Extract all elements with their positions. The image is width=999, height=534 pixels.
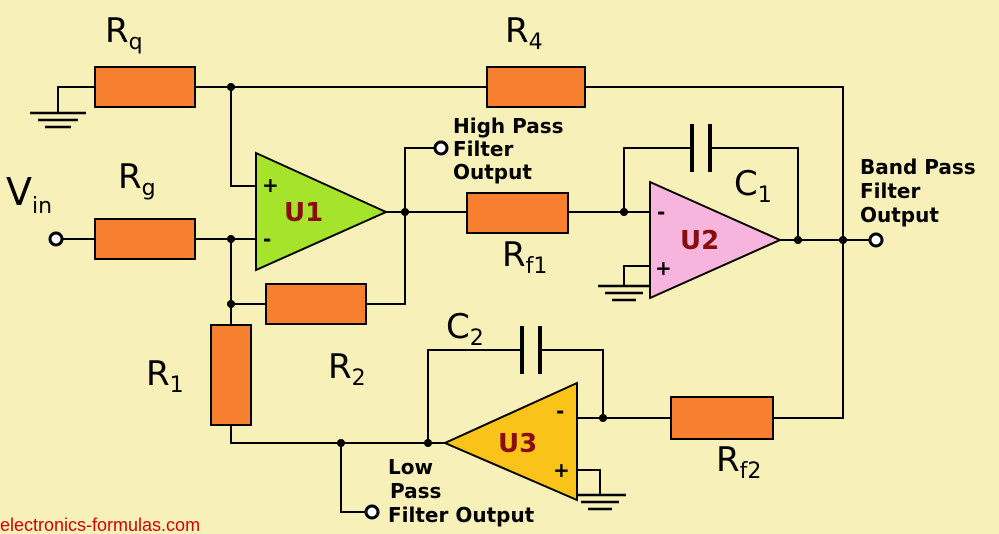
terminal-high-pass-output <box>433 140 449 156</box>
wire-r2-u1-out <box>366 212 406 305</box>
junction-dot <box>227 300 235 308</box>
band-pass-output-label: Band Pass Filter Output <box>860 155 983 227</box>
junction-dot <box>227 235 235 243</box>
junction-dots <box>227 83 847 447</box>
wire-bandpass-rf2 <box>773 240 844 419</box>
opamp-u2 <box>649 180 783 300</box>
label-r1: R1 <box>146 354 184 398</box>
high-pass-output-label: High Pass Filter Output <box>453 114 571 184</box>
resistor-rg <box>94 218 196 260</box>
wire-c1-left <box>623 147 690 212</box>
resistor-r2 <box>265 283 367 325</box>
u3-minus-sign: - <box>556 399 564 423</box>
opamp-u3-label: U3 <box>498 429 537 459</box>
watermark-text: electronics-formulas.com <box>0 515 200 534</box>
ground-u3-icon <box>574 493 626 511</box>
wire-c2-right <box>542 349 604 418</box>
wire-to-u1-plus <box>230 87 258 187</box>
u2-plus-sign: + <box>655 256 672 280</box>
wire-c1-right <box>712 147 799 240</box>
label-vin: Vin <box>6 170 52 219</box>
u1-minus-sign: - <box>263 227 271 251</box>
wire-highpass-tap <box>404 147 438 212</box>
terminal-band-pass-output <box>868 232 884 248</box>
junction-dot <box>839 236 847 244</box>
resistor-r1 <box>210 324 252 426</box>
label-c2: C2 <box>446 307 484 351</box>
wires <box>57 86 870 513</box>
opamp-u1 <box>255 151 389 272</box>
terminal-vin <box>48 231 64 247</box>
resistor-rq <box>94 66 196 108</box>
junction-dot <box>794 236 802 244</box>
label-rg: Rg <box>118 157 156 201</box>
ground-rq-icon <box>30 111 86 129</box>
resistor-r4 <box>486 66 586 108</box>
wire-u2-plus-ground <box>623 265 650 285</box>
resistor-rf1 <box>466 192 569 234</box>
u3-plus-sign: + <box>553 458 570 482</box>
opamp-u2-label: U2 <box>680 226 719 256</box>
u2-minus-sign: - <box>657 200 665 224</box>
junction-dot <box>227 83 235 91</box>
wire-r4-bandpass <box>585 86 844 240</box>
capacitor-c1 <box>690 124 712 172</box>
label-rf2: Rf2 <box>716 440 761 484</box>
label-c1: C1 <box>734 164 772 208</box>
label-r4: R4 <box>505 11 543 55</box>
wire-c2-left <box>427 349 520 443</box>
junction-dot <box>401 208 409 216</box>
wire-u3-out-r1 <box>230 425 445 444</box>
ground-u2-icon <box>598 284 650 302</box>
opamp-u3 <box>442 381 578 502</box>
junction-dot <box>424 439 432 447</box>
label-r2: R2 <box>328 347 366 391</box>
label-rf1: Rf1 <box>502 235 547 279</box>
wire-rq-ground <box>57 86 95 112</box>
terminal-low-pass-output <box>364 504 380 520</box>
wire-lowpass-tap <box>340 443 366 513</box>
label-rq: Rq <box>105 11 143 55</box>
wire-u3-plus-ground <box>577 469 601 494</box>
capacitor-c2 <box>520 326 542 374</box>
junction-dot <box>337 439 345 447</box>
u1-plus-sign: + <box>262 173 279 197</box>
low-pass-output-label: Low Pass Filter Output <box>388 455 535 527</box>
opamp-u1-label: U1 <box>284 198 323 228</box>
junction-dot <box>620 208 628 216</box>
resistor-rf2 <box>670 396 774 440</box>
junction-dot <box>599 414 607 422</box>
